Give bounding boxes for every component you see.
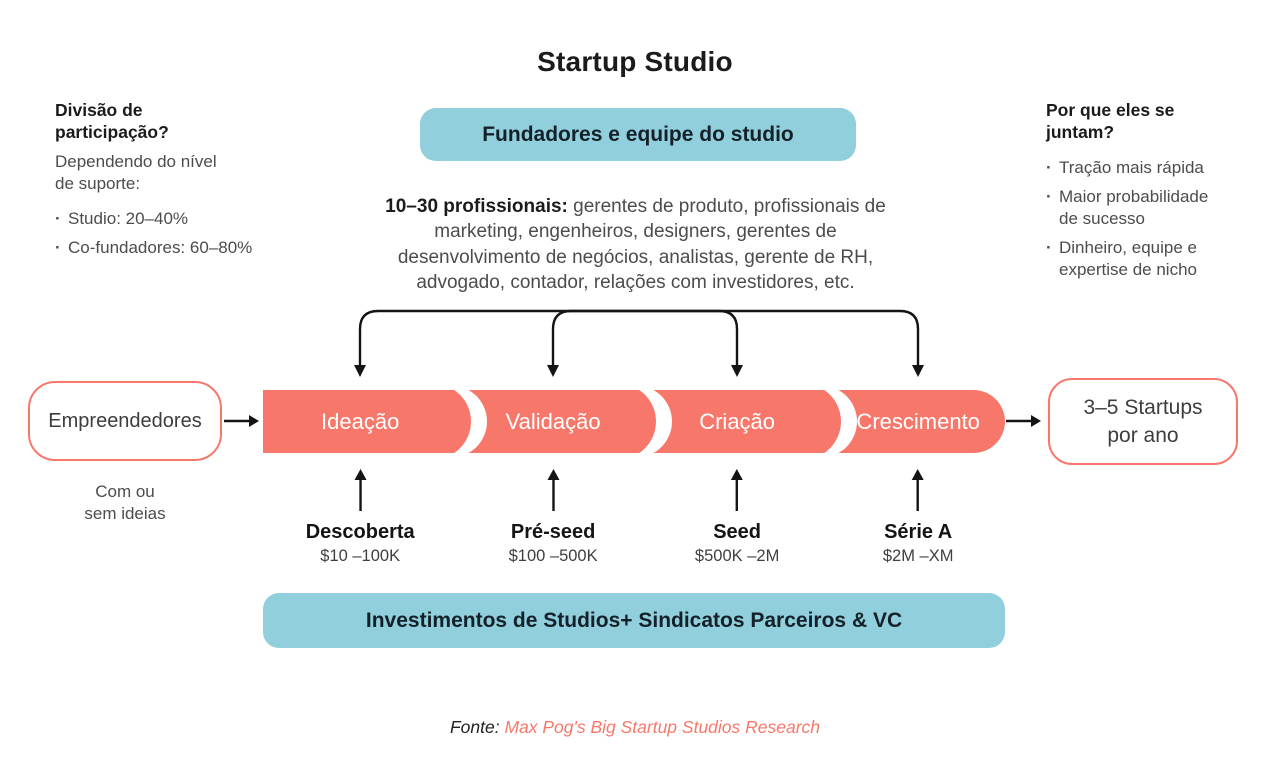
stage-crescimento: Crescimento xyxy=(856,408,980,434)
pipeline-band-shape xyxy=(263,390,1005,453)
team-description-rest: gerentes de produto, profissionais de ma… xyxy=(397,196,886,293)
entrepreneurs-caption: Com ou sem ideias xyxy=(84,482,166,524)
entry-arrow-icon xyxy=(224,415,259,427)
list-item: Dinheiro, equipe e expertise de nicho xyxy=(1046,237,1228,281)
up-arrow-icon xyxy=(547,469,560,511)
why-join-panel: Por que eles se juntam? Tração mais rápi… xyxy=(1046,100,1228,288)
stage-ideacao: Ideação xyxy=(321,408,400,434)
source-name: Max Pog's Big Startup Studios Research xyxy=(504,717,821,737)
source-prefix: Fonte: xyxy=(449,717,500,737)
round-amount: $10 –100K xyxy=(320,547,401,565)
list-item: Tração mais rápida xyxy=(1046,157,1228,179)
list-item: Co-fundadores: 60–80% xyxy=(55,237,260,259)
entrepreneurs-box: Empreendedores xyxy=(28,381,222,461)
funding-round-serie-a: Série A $2M –XM xyxy=(882,467,954,566)
entrepreneurs-label: Empreendedores xyxy=(48,409,202,432)
investments-box: Investimentos de Studios+ Sindicatos Par… xyxy=(263,593,1005,648)
round-name: Pré-seed xyxy=(510,521,596,543)
round-amount: $100 –500K xyxy=(508,547,598,565)
funding-round-pre-seed: Pré-seed $100 –500K xyxy=(509,467,598,566)
equity-split-list: Studio: 20–40% Co-fundadores: 60–80% xyxy=(55,208,260,259)
up-arrow-icon xyxy=(354,469,367,511)
list-item: Studio: 20–40% xyxy=(55,208,260,230)
round-name: Série A xyxy=(884,521,953,543)
equity-split-panel: Divisão de participação? Dependendo do n… xyxy=(55,100,260,266)
funding-round-seed: Seed $500K –2M xyxy=(695,467,779,566)
stage-criacao: Criação xyxy=(699,408,776,434)
why-join-heading: Por que eles se juntam? xyxy=(1046,100,1175,142)
footer-source: Fonte: Max Pog's Big Startup Studios Res… xyxy=(0,717,1270,738)
team-description: 10–30 profissionais: gerentes de produto… xyxy=(368,194,903,295)
up-arrow-icon xyxy=(731,469,744,511)
funding-rounds-row: Descoberta $10 –100K Pré-seed $100 –500K… xyxy=(263,467,1005,577)
investments-label: Investimentos de Studios+ Sindicatos Par… xyxy=(365,608,903,632)
up-arrow-icon xyxy=(912,469,925,511)
round-amount: $2M –XM xyxy=(882,547,954,565)
output-arrow-icon xyxy=(1006,415,1041,427)
round-name: Descoberta xyxy=(305,521,415,543)
page-title: Startup Studio xyxy=(537,46,733,77)
list-item: Maior probabilidade de sucesso xyxy=(1046,186,1228,230)
why-join-list: Tração mais rápida Maior probabilidade d… xyxy=(1046,157,1228,281)
startups-output-box: 3–5 Startups por ano xyxy=(1048,378,1238,465)
equity-split-heading: Divisão de participação? xyxy=(55,100,169,142)
equity-split-subheading: Dependendo do nível de suporte: xyxy=(55,151,217,193)
round-name: Seed xyxy=(713,521,762,543)
startups-output-label: 3–5 Startups por ano xyxy=(1083,396,1203,447)
stage-connector-arrows-icon xyxy=(354,309,924,377)
founders-team-label: Fundadores e equipe do studio xyxy=(482,122,794,146)
round-amount: $500K –2M xyxy=(694,547,780,565)
team-description-lead: 10–30 profissionais: xyxy=(385,196,568,217)
funding-round-descoberta: Descoberta $10 –100K xyxy=(306,467,415,566)
pipeline-band: Ideação Validação Criação Crescimento xyxy=(263,390,1005,453)
stage-validacao: Validação xyxy=(505,408,601,434)
founders-team-box: Fundadores e equipe do studio xyxy=(420,108,856,161)
